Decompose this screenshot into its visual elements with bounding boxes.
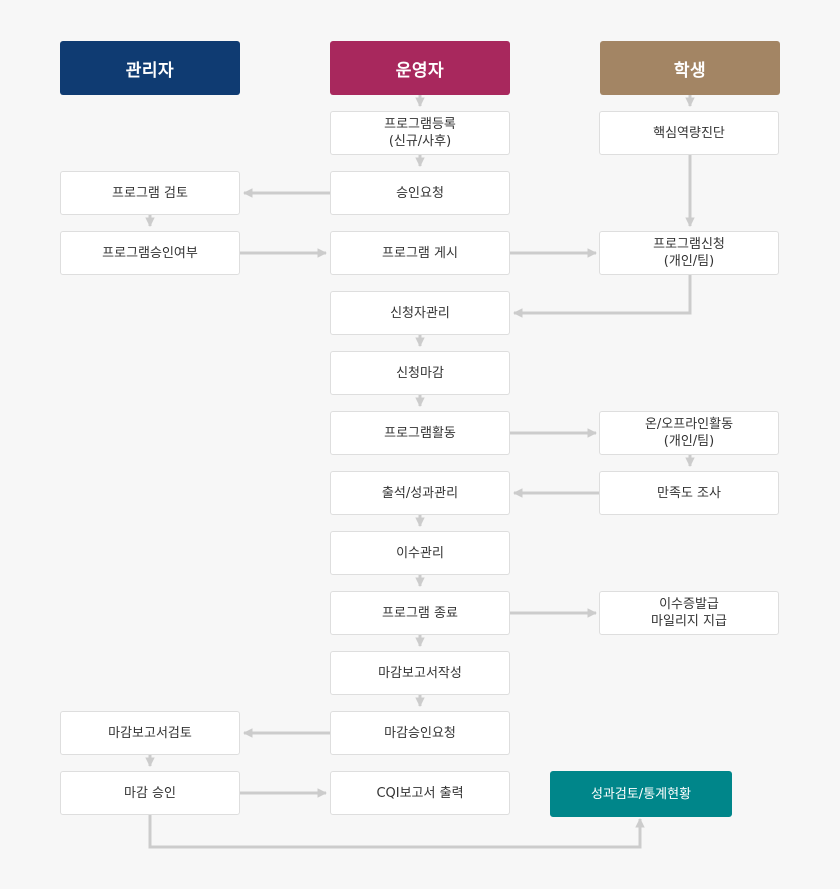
step-program-post-label: 프로그램 게시 <box>382 245 458 261</box>
step-approval-request-label: 승인요청 <box>396 185 444 201</box>
step-program-end: 프로그램 종료 <box>330 591 510 635</box>
step-competency-diagnosis-label: 핵심역량진단 <box>653 125 725 141</box>
step-applicant-management-label: 신청자관리 <box>390 305 450 321</box>
arrow-apply-to-applicant-mgmt <box>513 275 692 318</box>
step-performance-stats-label: 성과검토/통계현황 <box>590 786 692 802</box>
step-final-report-review-label: 마감보고서검토 <box>108 725 192 741</box>
step-final-approval-label: 마감 승인 <box>124 785 176 801</box>
step-program-review-label: 프로그램 검토 <box>112 185 188 201</box>
step-final-approval-request-label: 마감승인요청 <box>384 725 456 741</box>
step-applicant-management: 신청자관리 <box>330 291 510 335</box>
step-online-offline-activity-line1: 온/오프라인활동 <box>644 417 734 432</box>
step-program-post: 프로그램 게시 <box>330 231 510 275</box>
step-cqi-output: CQI보고서 출력 <box>330 771 510 815</box>
step-final-report-label: 마감보고서작성 <box>378 665 462 681</box>
step-competency-diagnosis: 핵심역량진단 <box>599 111 779 155</box>
header-operator: 운영자 <box>330 41 510 95</box>
step-program-apply-line1: 프로그램신청 <box>653 237 725 252</box>
step-program-apply: 프로그램신청 (개인/팀) <box>599 231 779 275</box>
step-attendance-management-label: 출석/성과관리 <box>381 485 459 501</box>
step-application-close-label: 신청마감 <box>396 365 444 381</box>
step-program-activity-label: 프로그램활동 <box>384 425 456 441</box>
step-certificate-mileage: 이수증발급 마일리지 지급 <box>599 591 779 635</box>
header-student: 학생 <box>600 41 780 95</box>
step-approval-decision: 프로그램승인여부 <box>60 231 240 275</box>
step-completion-management-label: 이수관리 <box>396 545 444 561</box>
step-attendance-management: 출석/성과관리 <box>330 471 510 515</box>
step-certificate-line2: 마일리지 지급 <box>651 614 727 629</box>
step-cqi-output-label: CQI보고서 출력 <box>376 785 464 801</box>
arrow-final-approval-to-stats <box>148 815 645 849</box>
step-program-end-label: 프로그램 종료 <box>382 605 458 621</box>
step-satisfaction-survey: 만족도 조사 <box>599 471 779 515</box>
step-final-approval: 마감 승인 <box>60 771 240 815</box>
step-certificate-line1: 이수증발급 <box>659 597 719 612</box>
step-online-offline-activity: 온/오프라인활동 (개인/팀) <box>599 411 779 455</box>
step-completion-management: 이수관리 <box>330 531 510 575</box>
step-approval-request: 승인요청 <box>330 171 510 215</box>
step-program-apply-line2: (개인/팀) <box>663 254 715 269</box>
step-online-offline-activity-line2: (개인/팀) <box>663 434 715 449</box>
step-program-register: 프로그램등록 (신규/사후) <box>330 111 510 155</box>
step-final-approval-request: 마감승인요청 <box>330 711 510 755</box>
step-approval-decision-label: 프로그램승인여부 <box>102 245 198 261</box>
step-final-report-review: 마감보고서검토 <box>60 711 240 755</box>
step-final-report: 마감보고서작성 <box>330 651 510 695</box>
step-program-activity: 프로그램활동 <box>330 411 510 455</box>
step-program-register-line1: 프로그램등록 <box>384 117 456 132</box>
step-program-review: 프로그램 검토 <box>60 171 240 215</box>
step-performance-stats: 성과검토/통계현황 <box>550 771 732 817</box>
step-application-close: 신청마감 <box>330 351 510 395</box>
step-program-register-line2: (신규/사후) <box>388 134 452 149</box>
header-admin: 관리자 <box>60 41 240 95</box>
step-satisfaction-survey-label: 만족도 조사 <box>657 485 721 501</box>
